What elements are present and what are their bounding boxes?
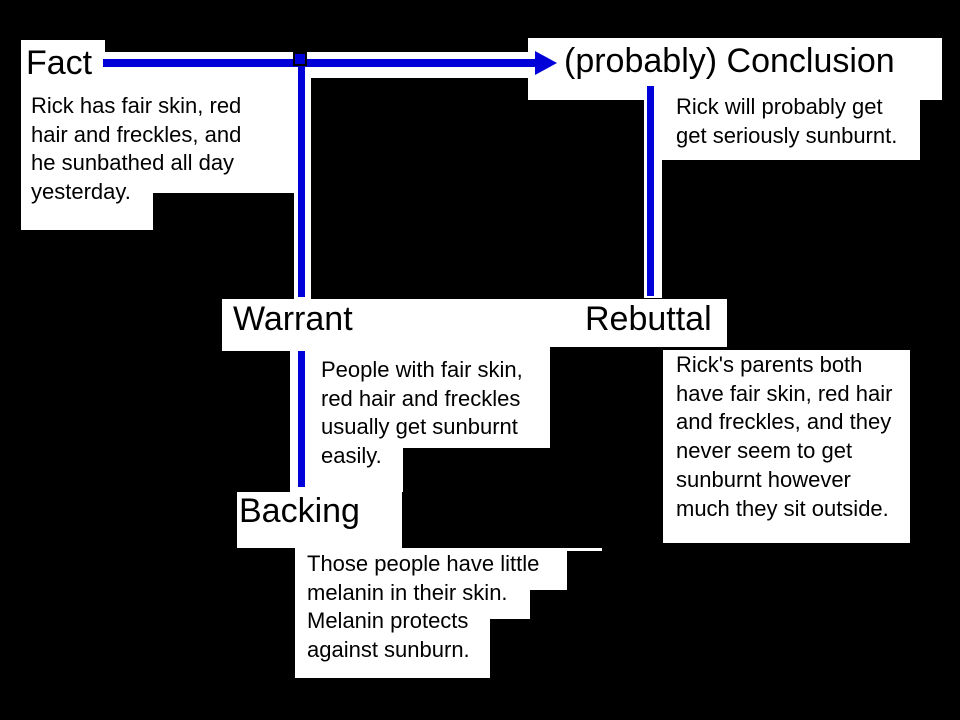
warrant-text-box-step bbox=[290, 448, 403, 492]
thin-white-line bbox=[557, 548, 602, 551]
conclusion-text-box bbox=[662, 100, 920, 160]
backing-text-box-step1 bbox=[295, 590, 530, 619]
backing-text-box-step2 bbox=[295, 619, 490, 678]
fact-text-box bbox=[21, 52, 295, 193]
warrant-paragraph: People with fair skin, red hair and frec… bbox=[321, 357, 523, 469]
warrant-text-box bbox=[295, 348, 550, 448]
rebuttal-paragraph: Rick's parents both have fair skin, red … bbox=[676, 352, 893, 521]
warrant-heading: Warrant bbox=[233, 300, 353, 338]
rebuttal-label-box bbox=[550, 299, 727, 347]
backing-label-box bbox=[237, 492, 402, 548]
backing-heading: Backing bbox=[239, 492, 360, 530]
warrant-connector-upper bbox=[298, 66, 305, 297]
rebuttal-text-box bbox=[663, 350, 910, 543]
fact-heading: Fact bbox=[26, 44, 93, 82]
backing-paragraph: Those people have little melanin in thei… bbox=[307, 551, 540, 663]
rebuttal-heading: Rebuttal bbox=[585, 300, 712, 338]
connector-junction-node bbox=[293, 52, 307, 66]
backing-text-box bbox=[295, 548, 567, 590]
warrant-connector-lower bbox=[298, 351, 305, 487]
fact-to-conclusion-arrow bbox=[103, 59, 537, 67]
arrowhead-icon bbox=[535, 51, 557, 75]
warrant-label-box bbox=[222, 299, 550, 351]
rebuttal-connector bbox=[647, 86, 654, 296]
conclusion-label-box bbox=[528, 38, 942, 100]
conclusion-paragraph: Rick will probably get get seriously sun… bbox=[676, 94, 898, 148]
conclusion-heading: (probably) Conclusion bbox=[564, 42, 895, 80]
fact-paragraph: Rick has fair skin, red hair and freckle… bbox=[31, 93, 242, 205]
fact-text-box-step bbox=[21, 193, 153, 230]
